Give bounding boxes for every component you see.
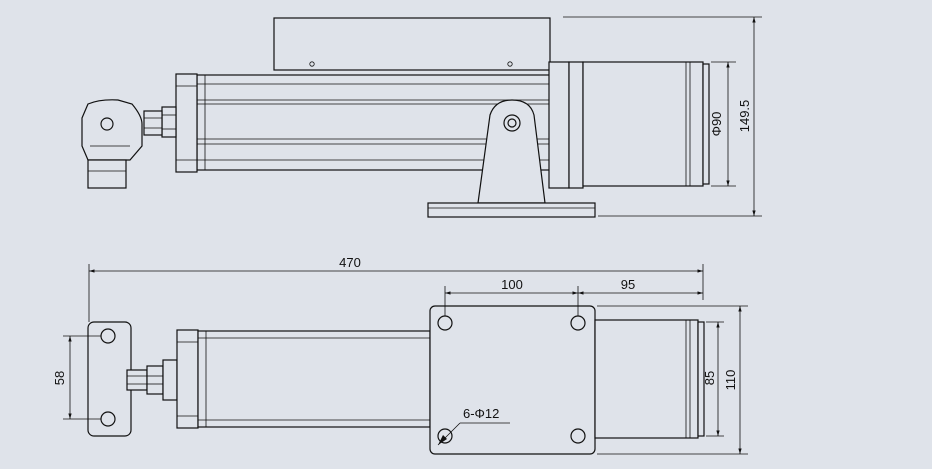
dim-label-diameter: Φ90 [709,112,724,137]
top-cover-plate [273,17,551,71]
dim-height-149-5: 149.5 [563,16,762,217]
motor-plan [594,319,699,439]
motor-flange-outer [568,61,584,189]
dim-plate-inner: 85 [702,321,724,437]
dim-plate-width: 110 [597,305,748,455]
cylinder-plan [197,330,431,428]
dim-hole-spacing: 100 [444,277,579,316]
dim-label-clevis: 58 [52,371,67,385]
dim-clevis-spacing: 58 [52,335,101,420]
dim-label-motor-length: 95 [621,277,635,292]
end-cap-plan [176,329,199,429]
rod-plan [126,369,148,391]
trunnion-pin-outer [503,114,521,132]
rod-neck-plan [162,359,178,401]
dim-label-hole-spacing: 100 [501,277,523,292]
dim-label-height: 149.5 [737,100,752,133]
mounting-plate [429,305,596,455]
trunnion-bracket [477,99,546,204]
clevis-base [87,159,127,189]
front-end-cap [175,73,198,173]
side-view: 149.5 Φ90 [81,16,762,218]
nut-plan [146,365,164,395]
cover-screw-left [309,61,315,67]
cover-screw-right [507,61,513,67]
dim-label-length: 470 [339,255,361,270]
holes-callout: 6-Φ12 [437,406,510,446]
clevis-pin-hole [100,117,114,131]
dim-overall-length: 470 [88,255,704,322]
base-plate [427,202,596,218]
rod-clevis [81,99,143,161]
motor-end-plan [697,321,705,437]
rod-nut [143,110,163,136]
mount-hole-3 [437,428,453,444]
motor-flange [548,61,570,189]
trunnion-pin-inner [507,118,517,128]
dim-label-plate-width: 110 [723,370,738,391]
holes-note: 6-Φ12 [463,406,499,421]
mount-hole-4 [570,428,586,444]
plan-view: 470 100 95 58 85 [52,255,748,455]
motor-body [582,61,704,187]
dim-label-plate-inner: 85 [702,371,717,385]
piston-rod [161,106,177,138]
motor-end-cap [702,63,710,185]
dim-motor-diameter: Φ90 [709,61,736,187]
dim-motor-length: 95 [578,277,703,295]
